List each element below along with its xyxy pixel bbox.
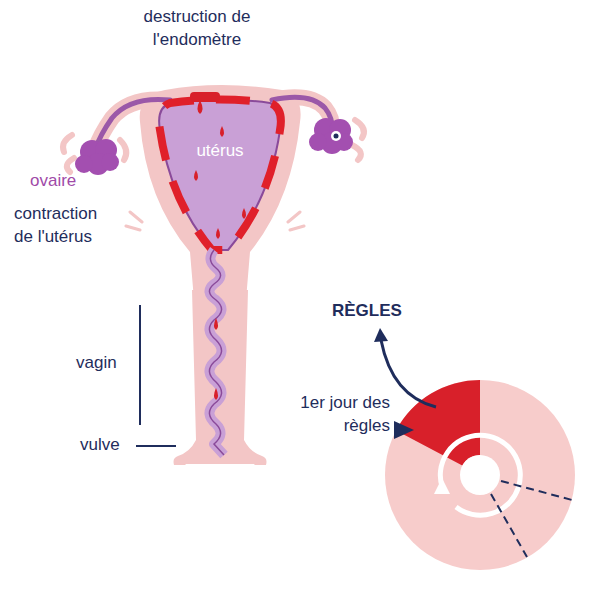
pointer-triangle [394, 421, 414, 439]
bracket-line [139, 305, 141, 425]
ovule [331, 131, 341, 141]
ovary [309, 118, 353, 154]
callout-arrowhead [374, 328, 388, 342]
vaginal-canal [209, 250, 224, 455]
cycle-wheel [385, 380, 575, 570]
blood-drop [190, 92, 246, 400]
ovary [75, 139, 119, 175]
part-label: vagin [76, 352, 136, 375]
endometrium [159, 100, 281, 251]
part-label: contraction de l'utérus [14, 203, 114, 249]
wheel-center [460, 455, 500, 495]
part-label: vulve [80, 434, 134, 457]
uterine-cavity [159, 100, 281, 251]
callout-label: 1er jour des règles [300, 392, 390, 438]
cycle-arrow [440, 435, 520, 515]
vaginal-canal-line [209, 250, 224, 455]
callout-label: RÈGLES [332, 300, 422, 323]
phase-divider [491, 481, 572, 557]
cycle-arrowhead [434, 478, 450, 494]
part-label: ovaire [30, 170, 110, 193]
leader-line [136, 445, 176, 447]
ovule [334, 134, 339, 139]
part-label: utérus [180, 140, 260, 163]
fimbriae [352, 120, 364, 160]
part-label: destruction de l'endomètre [137, 6, 257, 52]
contraction-mark [126, 212, 304, 230]
